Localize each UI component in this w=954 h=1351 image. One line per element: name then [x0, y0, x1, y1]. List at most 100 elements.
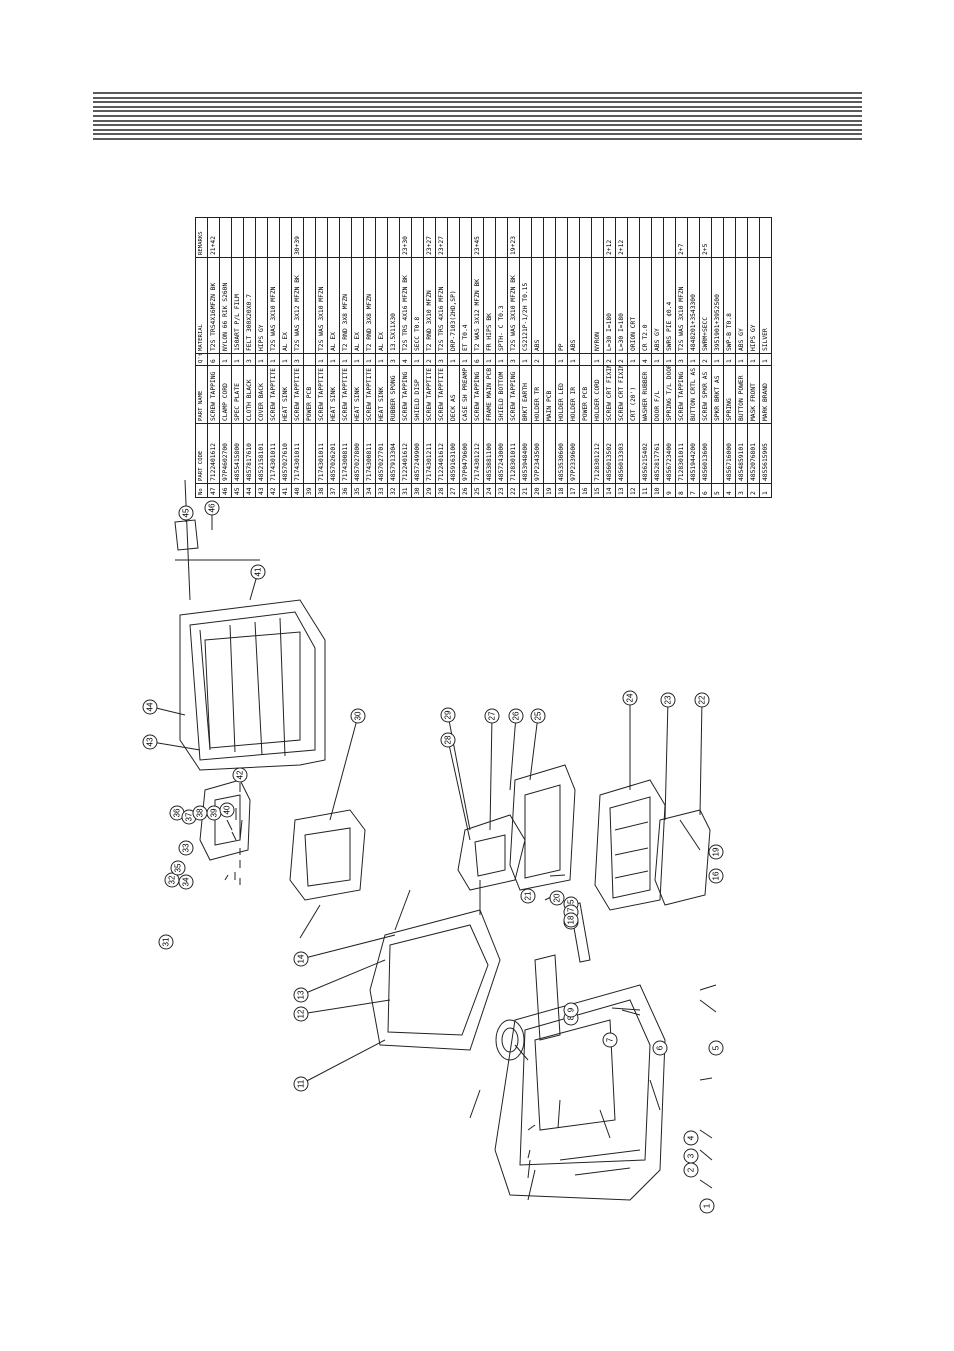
cell-qty: 1 — [327, 353, 340, 366]
callout-label: 18 — [567, 915, 576, 924]
cell-qty: 1 — [759, 353, 772, 366]
cell-part-name: RUBBER SPONG — [387, 365, 400, 424]
cell-no: 32 — [387, 483, 400, 498]
cell-material: 3951901+3952500 — [711, 257, 724, 354]
header-rule — [93, 101, 862, 104]
callout-marker: 19 — [708, 844, 724, 860]
power-pcb-drawing — [199, 779, 251, 861]
callout-label: 32 — [168, 875, 177, 884]
cell-remarks — [375, 217, 388, 258]
cell-no: 35 — [351, 483, 364, 498]
cell-qty: 2 — [603, 353, 616, 366]
cell-remarks: 23+30 — [399, 217, 412, 258]
cell-qty: 1 — [339, 353, 352, 366]
cell-no: 42 — [267, 483, 280, 498]
header-rule — [93, 119, 862, 122]
header-rules — [93, 92, 862, 142]
cell-part-code: 4857243000 — [495, 423, 508, 484]
cell-qty: 4 — [399, 353, 412, 366]
callout-circle — [563, 1002, 579, 1018]
callout-label: 14 — [297, 954, 306, 963]
cell-qty: 1 — [711, 353, 724, 366]
cell-material: SWP-B T0.8 — [723, 257, 736, 354]
spec-plate-drawing — [174, 519, 199, 551]
callout-circle — [683, 1130, 699, 1146]
cell-qty: 1 — [231, 353, 244, 366]
cell-no: 41 — [279, 483, 292, 498]
callout-marker: 25 — [530, 708, 546, 724]
cell-material: AL EX — [279, 257, 292, 354]
cell-remarks — [411, 217, 424, 258]
cell-material: ABS — [567, 257, 580, 354]
cell-part-code: 4856716000 — [723, 423, 736, 484]
cell-material: HIPS GY — [255, 257, 268, 354]
cell-remarks — [639, 217, 652, 258]
callout-label: 26 — [512, 711, 521, 720]
callout-circle — [508, 708, 524, 724]
cell-no: 28 — [435, 483, 448, 498]
cell-part-name: CASE SH PREAMP — [459, 365, 472, 424]
header-rule — [93, 96, 862, 99]
parts-list-table: No PART CODE PART NAME Q'ty MATERIAL REM… — [195, 217, 772, 498]
callout-label: 40 — [223, 805, 232, 814]
callout-label: 5 — [712, 1045, 721, 1050]
cell-no: 23 — [495, 483, 508, 498]
frame-main-pcb-drawing — [594, 779, 666, 911]
header-rule — [93, 92, 862, 94]
cell-remarks — [591, 217, 604, 258]
callout-label: 30 — [354, 711, 363, 720]
callout-marker: 13 — [293, 987, 309, 1003]
cell-part-code: 4857027610 — [279, 423, 292, 484]
callout-circle — [694, 692, 710, 708]
callout-circle — [250, 564, 266, 580]
cell-no: 15 — [591, 483, 604, 498]
callout-marker: 24 — [622, 690, 638, 706]
callout-label: 39 — [210, 808, 219, 817]
cell-remarks — [687, 217, 700, 258]
cell-qty: 3 — [243, 353, 256, 366]
deck-drawing — [457, 814, 526, 891]
cell-part-code: 97P0479600 — [459, 423, 472, 484]
cell-no: 29 — [423, 483, 436, 498]
cell-material: NYLON 66 RIK S260N — [219, 257, 232, 354]
callout-circle — [440, 732, 456, 748]
cell-no: 33 — [375, 483, 388, 498]
header-rule — [93, 137, 862, 140]
cell-part-name: SCREW TAPPTITE — [363, 365, 376, 424]
callout-circle — [293, 1076, 309, 1092]
cell-part-code: 7122401612 — [399, 423, 412, 484]
cell-part-name: SHIELD DISP — [411, 365, 424, 424]
cell-qty: 1 — [591, 353, 604, 366]
callout-circle — [660, 692, 676, 708]
cell-part-name: HEAT SINK — [327, 365, 340, 424]
cell-part-code: 4855415800 — [231, 423, 244, 484]
cell-no: 20 — [531, 483, 544, 498]
cell-material: T2S WAS 3X10 MFZN — [675, 257, 688, 354]
cell-part-code: 4853948400 — [519, 423, 532, 484]
callout-label: 31 — [162, 937, 171, 946]
cell-part-code: 7128301011 — [675, 423, 688, 484]
cell-material: SPTH- C T0.3 — [495, 257, 508, 354]
cell-qty: 1 — [747, 353, 760, 366]
cell-material: PP — [555, 257, 568, 354]
callout-label: 46 — [208, 503, 217, 512]
cell-remarks — [519, 217, 532, 258]
cell-no: 26 — [459, 483, 472, 498]
cell-material: CR T2.0 — [639, 257, 652, 354]
cell-no: 7 — [687, 483, 700, 498]
cell-remarks — [495, 217, 508, 258]
header-rule — [93, 128, 862, 131]
cell-no: 5 — [711, 483, 724, 498]
cell-no: 19 — [543, 483, 556, 498]
